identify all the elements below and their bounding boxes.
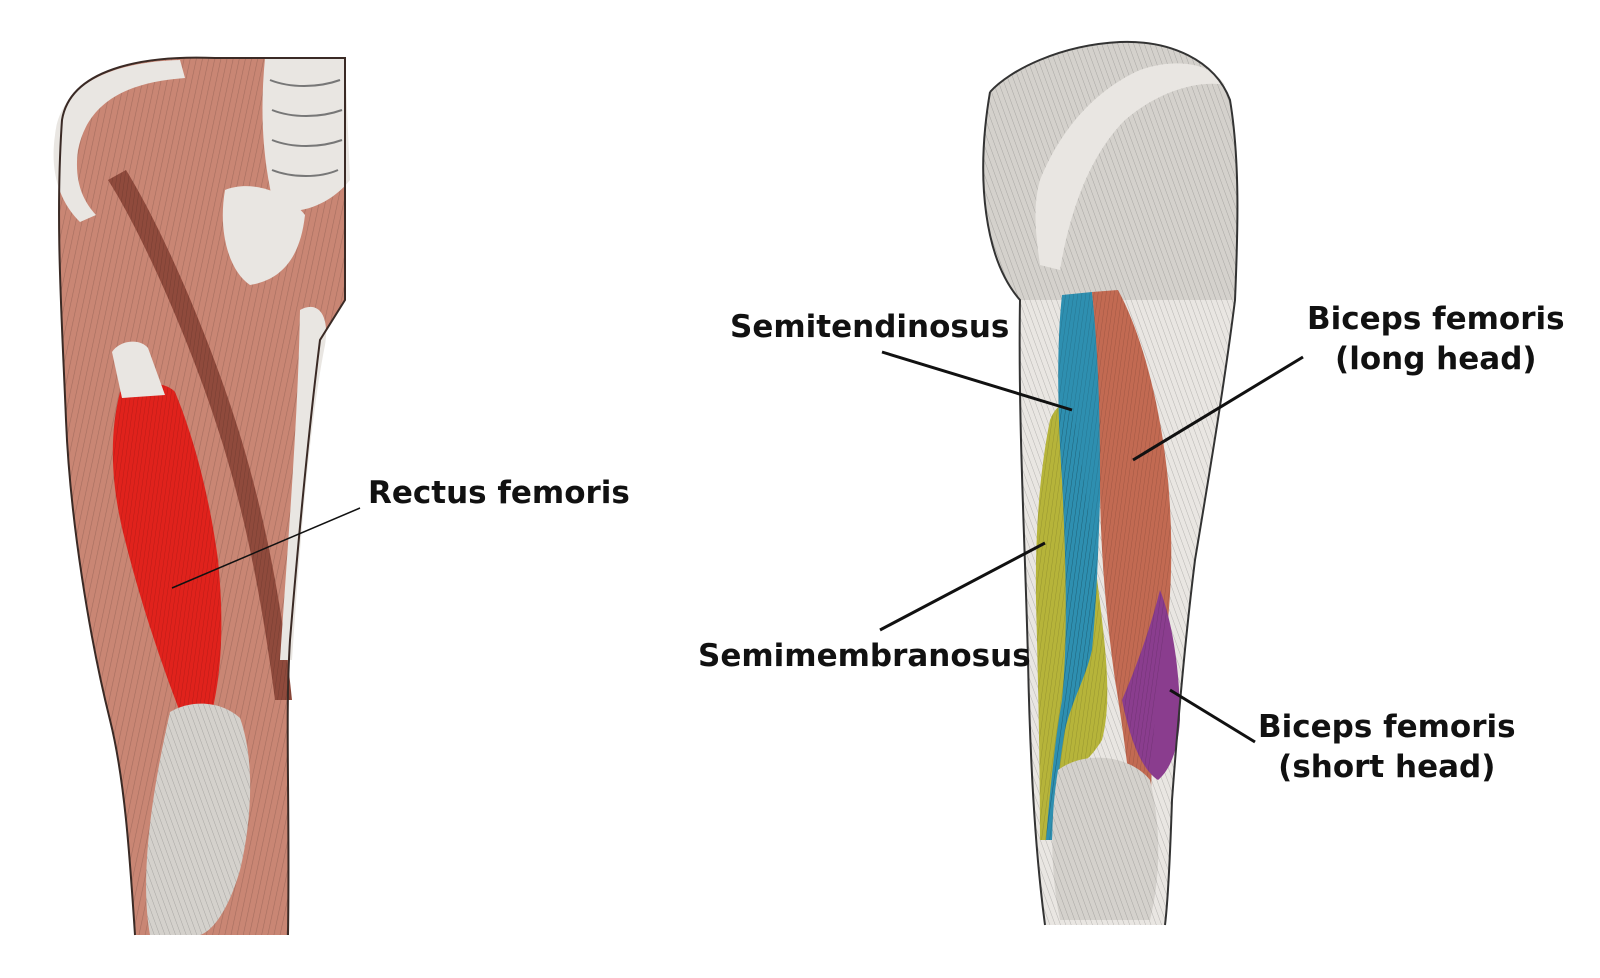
iliac-crest [53, 60, 185, 222]
leader-lines [171, 350, 1304, 744]
label-semitendinosus-text: Semitendinosus [730, 309, 1010, 345]
rectus-femoris-origin-tendon [112, 341, 165, 398]
leader-semitendinosus [881, 350, 1073, 412]
label-biceps-long-line2: (long head) [1335, 340, 1537, 377]
label-semitendinosus: Semitendinosus [730, 308, 1009, 348]
popliteal-texture [1052, 757, 1159, 920]
posterior-thigh-illustration [982, 40, 1239, 926]
sacrum [1035, 63, 1225, 270]
anterior-outline [58, 56, 346, 936]
rectus-femoris-fibers [112, 383, 222, 715]
label-biceps-long-line1: Biceps femoris [1307, 301, 1565, 337]
label-rectus-femoris: Rectus femoris [368, 474, 630, 514]
label-biceps-short-line1: Biceps femoris [1258, 709, 1516, 745]
label-semimembranosus-text: Semimembranosus [698, 638, 1031, 674]
leader-biceps-short [1169, 688, 1256, 744]
adductor-tendon [280, 306, 327, 660]
knee-texture [146, 703, 251, 935]
sartorius-fibers [108, 170, 292, 700]
semitendinosus-fibers [1046, 292, 1101, 840]
leader-biceps-long [1132, 355, 1304, 462]
anterior-thigh-illustration [53, 56, 350, 936]
lumbar-vertebrae [222, 58, 350, 285]
leader-semimembranosus [879, 541, 1046, 632]
posterior-outline [982, 40, 1239, 926]
label-biceps-short-line2: (short head) [1278, 748, 1496, 785]
label-rectus-femoris-text: Rectus femoris [368, 475, 630, 511]
label-biceps-long: Biceps femoris (long head) [1307, 300, 1565, 379]
biceps-long-fibers [1092, 290, 1172, 900]
label-biceps-short: Biceps femoris (short head) [1258, 708, 1516, 787]
label-semimembranosus: Semimembranosus [698, 637, 1031, 677]
leader-rectus-femoris [171, 507, 361, 589]
